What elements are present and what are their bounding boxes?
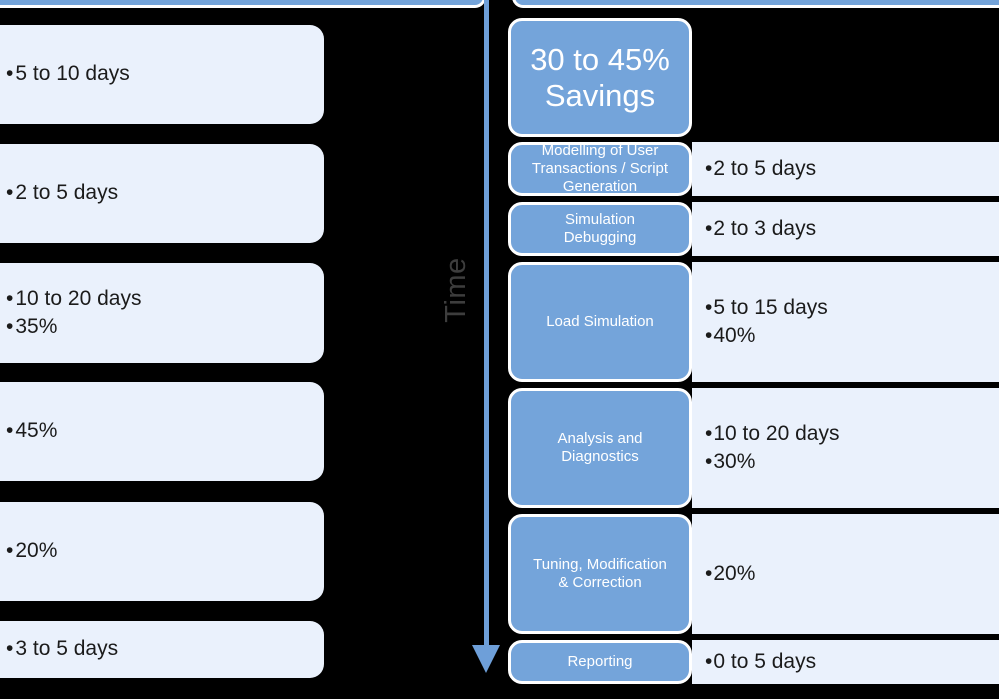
stage-detail-bullet: 2 to 3 days (705, 215, 999, 243)
clipped-top-bar-left (0, 0, 486, 8)
stage-box-label-line: Tuning, Modification (533, 556, 667, 574)
stage-box-label-line: Savings (544, 77, 656, 113)
stage-detail-bullet: 2 to 5 days (705, 155, 999, 183)
left-metric-bullet: 2 to 5 days (6, 179, 324, 207)
stage-detail-panel: 10 to 20 days30% (692, 388, 999, 508)
stage-row: 2 to 5 days Modelling of UserTransactions… (508, 142, 999, 196)
left-metric-bullet: 3 to 5 days (6, 635, 324, 663)
stage-detail-bullet: 20% (705, 560, 999, 588)
left-metric-bullet: 10 to 20 days (6, 285, 324, 313)
stage-box-label-line: Analysis and (557, 430, 643, 448)
stage-detail-bullet: 10 to 20 days (705, 420, 999, 448)
stage-box-label-line: Diagnostics (561, 448, 639, 465)
left-metric-bullet: 45% (6, 417, 324, 445)
stage-box-label-line: Simulation (564, 211, 636, 229)
left-metric-panel: 2 to 5 days (0, 144, 324, 243)
time-axis-arrowhead-icon (472, 645, 500, 673)
stage-box[interactable]: Reporting (508, 640, 692, 684)
stage-row: 20% Tuning, Modification& Correction (508, 514, 999, 634)
stage-box[interactable]: Load Simulation (508, 262, 692, 382)
stage-detail-bullet: 40% (705, 322, 999, 350)
left-metric-panel: 10 to 20 days35% (0, 263, 324, 363)
stage-detail-panel: 2 to 5 days (692, 142, 999, 196)
stage-box-label: Tuning, Modification& Correction (533, 556, 667, 591)
stage-box-label-line: 30 to 45% (530, 41, 670, 77)
stage-detail-bullet: 0 to 5 days (705, 648, 999, 676)
left-metric-panel: 3 to 5 days (0, 621, 324, 678)
left-metric-bullet: 35% (6, 313, 324, 341)
stage-detail-panel: 5 to 15 days40% (692, 262, 999, 382)
left-metric-bullet: 20% (6, 537, 324, 565)
left-metric-bullet: 5 to 10 days (6, 60, 324, 88)
stage-box-label-line: Modelling of User (541, 142, 659, 160)
clipped-top-bar-right (512, 0, 999, 8)
left-metric-panel: 5 to 10 days (0, 25, 324, 124)
stage-detail-bullet: 30% (705, 448, 999, 476)
stage-box-label-line: Generation (562, 177, 638, 195)
stage-box-label-line: Transactions / Script (531, 160, 669, 178)
stage-box-label-line: Load Simulation (546, 313, 654, 331)
stage-box-label-line: Reporting (567, 653, 633, 671)
stage-row: 5 to 15 days40% Load Simulation (508, 262, 999, 382)
stage-box-label-line: & Correction (558, 574, 642, 591)
stage-box[interactable]: Tuning, Modification& Correction (508, 514, 692, 634)
stage-detail-panel: 20% (692, 514, 999, 634)
stage-box[interactable]: 30 to 45%Savings (508, 18, 692, 137)
stage-box-label-line: Debugging (563, 229, 637, 246)
left-metric-panel: 20% (0, 502, 324, 601)
stage-box-label: Reporting (567, 653, 632, 671)
stage-box-label: Load Simulation (546, 313, 654, 331)
time-axis-line (484, 0, 489, 652)
left-metric-panel: 45% (0, 382, 324, 481)
stage-detail-panel: 2 to 3 days (692, 202, 999, 256)
stage-detail-panel: 0 to 5 days (692, 640, 999, 684)
stage-detail-bullet: 5 to 15 days (705, 294, 999, 322)
stage-row: 0 to 5 days Reporting (508, 640, 999, 684)
time-axis-label: Time (439, 257, 472, 323)
stage-row: 30 to 45%Savings (508, 18, 999, 137)
stage-box-label: 30 to 45%Savings (530, 42, 670, 113)
